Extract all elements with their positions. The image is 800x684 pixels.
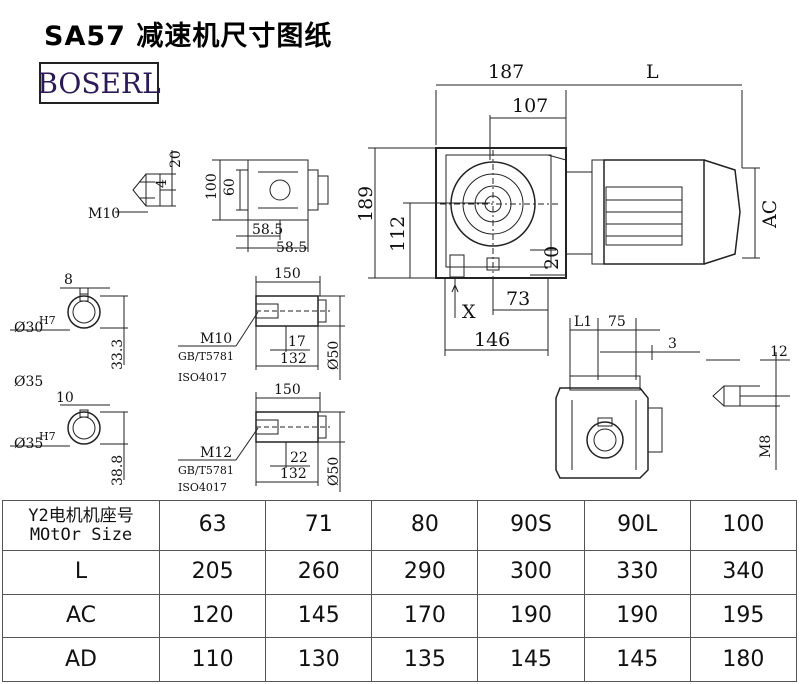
table-cell: 170 [371, 593, 479, 639]
row-label: AC [2, 593, 160, 639]
table-cell: 340 [689, 550, 798, 595]
shaft2-length: 150 [274, 382, 301, 398]
shaft2-thread: M12 [200, 445, 232, 461]
key-dim-4: 4 [154, 179, 170, 188]
table-row: L 205 260 290 300 330 340 [2, 550, 798, 595]
header-cell: 100 [689, 500, 798, 551]
shaft35-tolerance: H7 [39, 430, 56, 443]
shaft30-tolerance: H7 [39, 314, 56, 327]
side-l3: 3 [668, 336, 677, 352]
motor-size-table: Y2电机机座号 MOtOr Size 63 71 80 90S 90L 100 … [2, 500, 798, 682]
table-cell: 145 [265, 593, 373, 639]
shaft1-l17: 17 [288, 334, 306, 350]
shaft30-bore: Ø30 [14, 320, 43, 336]
table-row: AD 110 130 135 145 145 180 [2, 637, 798, 682]
shaft2-std2: ISO4017 [178, 481, 227, 494]
technical-drawing: 187 L 107 189 112 AC 20 X 73 146 4 20 M1… [10, 61, 790, 494]
table-cell: 290 [371, 550, 479, 595]
table-cell: 130 [265, 637, 373, 682]
dim-187: 187 [488, 61, 524, 83]
key-dim-20: 20 [168, 150, 184, 168]
dim-146: 146 [474, 329, 510, 351]
header-label-line2: MOtOr Size [29, 524, 133, 545]
table-cell: 145 [477, 637, 585, 682]
dim-20: 20 [541, 246, 563, 270]
shaft35-bore: Ø35 [14, 436, 43, 452]
dim-l: L [646, 61, 659, 83]
shaft1-std1: GB/T5781 [178, 350, 234, 363]
shaft1-length: 150 [274, 266, 301, 282]
table-cell: 145 [583, 637, 691, 682]
table-cell: 195 [689, 593, 798, 639]
dim-189: 189 [355, 186, 377, 222]
header-label-line1: Y2电机机座号 [28, 505, 134, 526]
side-l75: 75 [608, 314, 626, 330]
table-cell: 190 [583, 593, 691, 639]
brand-logo: BOSERL [37, 62, 161, 104]
dim-x: X [462, 301, 476, 323]
shaft2-d50: Ø50 [326, 457, 342, 486]
outkey-width-12: 12 [770, 344, 788, 360]
flange-l58b: 58.5 [276, 240, 307, 256]
header-cell: 90S [477, 500, 585, 551]
header-cell: 80 [371, 500, 479, 551]
header-cell: 90L [583, 500, 691, 551]
shaft35-key-width: 10 [56, 390, 74, 406]
table-cell: 120 [158, 593, 267, 639]
table-cell: 260 [265, 550, 373, 595]
table-cell: 135 [371, 637, 479, 682]
table-cell: 110 [158, 637, 267, 682]
table-cell: 205 [158, 550, 267, 595]
dim-107: 107 [512, 95, 548, 117]
side-l1: L1 [574, 314, 592, 330]
dim-112: 112 [387, 216, 409, 252]
row-label: L [2, 550, 160, 595]
header-cell: 63 [158, 500, 267, 551]
shaft30-depth: 33.3 [110, 339, 126, 370]
dim-73: 73 [506, 288, 530, 310]
flange-d60: 60 [222, 178, 238, 196]
flange-d100: 100 [204, 173, 220, 200]
table-row: AC 120 145 170 190 190 195 [2, 593, 798, 639]
dim-ac: AC [759, 200, 781, 229]
flange-l58a: 58.5 [252, 222, 283, 238]
shaft1-l132: 132 [280, 351, 307, 367]
table-cell: 190 [477, 593, 585, 639]
shaft1-std2: ISO4017 [178, 371, 227, 384]
table-cell: 300 [477, 550, 585, 595]
shaft30-key-width: 8 [64, 272, 73, 288]
outkey-thread-m8: M8 [758, 435, 774, 458]
header-cell: 71 [265, 500, 373, 551]
header-label-cell: Y2电机机座号 MOtOr Size [2, 500, 160, 551]
shaft35-label: Ø35 [14, 374, 43, 390]
page-title: SA57 减速机尺寸图纸 [44, 21, 333, 52]
shaft35-depth: 38.8 [110, 455, 126, 486]
shaft1-d50: Ø50 [326, 341, 342, 370]
key-thread-m10: M10 [88, 206, 120, 222]
table-header-row: Y2电机机座号 MOtOr Size 63 71 80 90S 90L 100 [2, 500, 798, 551]
shaft2-l132: 132 [280, 466, 307, 482]
shaft2-l22: 22 [290, 450, 308, 466]
row-label: AD [2, 637, 160, 682]
table-cell: 330 [583, 550, 691, 595]
table-cell: 180 [689, 637, 798, 682]
shaft1-thread: M10 [200, 331, 232, 347]
shaft2-std1: GB/T5781 [178, 464, 234, 477]
